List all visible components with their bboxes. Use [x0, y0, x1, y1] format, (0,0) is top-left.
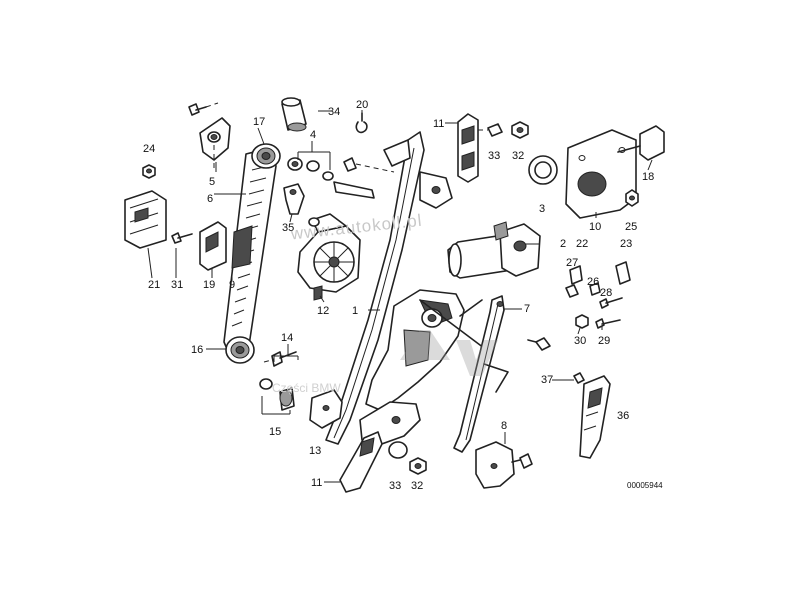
label-part-26[interactable]: 26	[587, 276, 599, 288]
label-part-8[interactable]: 8	[501, 420, 507, 432]
label-part-25[interactable]: 25	[625, 221, 637, 233]
part-23-sleeve-right[interactable]	[615, 261, 631, 285]
part-33-roller-upper[interactable]	[478, 123, 503, 137]
label-part-1[interactable]: 1	[352, 305, 358, 317]
part-18-clip[interactable]	[617, 125, 665, 161]
label-part-28[interactable]: 28	[600, 287, 612, 299]
label-part-32-lower[interactable]: 32	[411, 480, 423, 492]
part-33-washer-lower[interactable]	[388, 441, 408, 459]
part-26-washer[interactable]	[589, 282, 601, 296]
label-part-30[interactable]: 30	[574, 335, 586, 347]
label-part-20[interactable]: 20	[356, 99, 368, 111]
label-part-14[interactable]: 14	[281, 332, 293, 344]
label-part-19[interactable]: 19	[203, 279, 215, 291]
label-part-7[interactable]: 7	[524, 303, 530, 315]
part-36-cover[interactable]	[579, 375, 611, 459]
label-part-2[interactable]: 2	[560, 238, 566, 250]
part-2-drive-motor[interactable]	[447, 221, 541, 279]
part-29-screw[interactable]	[595, 318, 621, 329]
part-32-nut-lower[interactable]	[409, 457, 427, 475]
label-part-16[interactable]: 16	[191, 344, 203, 356]
label-part-22[interactable]: 22	[576, 238, 588, 250]
label-part-15[interactable]: 15	[269, 426, 281, 438]
part-34-roller[interactable]	[281, 97, 307, 132]
label-part-34[interactable]: 34	[328, 106, 340, 118]
part-20-clip[interactable]	[355, 112, 368, 134]
label-part-17[interactable]: 17	[253, 116, 265, 128]
part-4-shaft[interactable]	[287, 157, 395, 199]
label-part-33-lower[interactable]: 33	[389, 480, 401, 492]
label-part-9[interactable]: 9	[229, 279, 235, 291]
diagram-reference-number: 00005944	[627, 481, 663, 490]
part-24-nut[interactable]	[142, 164, 156, 179]
part-12-window-motor[interactable]	[297, 213, 361, 301]
regulator-plate[interactable]	[359, 289, 485, 447]
part-1-window-rail[interactable]	[325, 131, 453, 445]
label-part-11-upper[interactable]: 11	[433, 118, 444, 130]
part-15-bushing[interactable]	[259, 378, 295, 411]
label-part-23[interactable]: 23	[620, 238, 632, 250]
part-21-bracket[interactable]	[124, 190, 167, 249]
part-labels: 1 2 3 4 5 6 7 8 9 10 11 11 12 13 14 15 1…	[143, 99, 654, 492]
label-part-27[interactable]: 27	[566, 257, 578, 269]
watermark-graphic	[400, 330, 498, 376]
label-part-12[interactable]: 12	[317, 305, 329, 317]
label-part-24[interactable]: 24	[143, 143, 155, 155]
part-7-guide-rail[interactable]	[453, 295, 509, 453]
part-13-bracket[interactable]	[309, 389, 343, 429]
part-11-slider-upper[interactable]	[457, 113, 479, 183]
part-6-toothed-belt[interactable]	[223, 147, 277, 357]
label-part-29[interactable]: 29	[598, 335, 610, 347]
part-17-pulley[interactable]	[251, 143, 281, 169]
label-part-11-lower[interactable]: 11	[311, 477, 322, 489]
leader-lines	[147, 110, 653, 483]
bolt-top-left[interactable]	[188, 102, 219, 116]
label-part-13[interactable]: 13	[309, 445, 321, 457]
part-16-pulley[interactable]	[225, 336, 255, 364]
part-25-nut[interactable]	[625, 189, 639, 207]
screw-center-right[interactable]	[527, 337, 551, 351]
part-35-bracket[interactable]	[283, 183, 305, 215]
bolt-lower-right[interactable]	[511, 453, 533, 469]
label-part-31[interactable]: 31	[171, 279, 183, 291]
label-part-5[interactable]: 5	[209, 176, 215, 188]
label-part-21[interactable]: 21	[148, 279, 160, 291]
label-part-4[interactable]: 4	[310, 129, 316, 141]
part-8-bracket[interactable]	[475, 441, 515, 489]
part-22-grommet-small[interactable]	[565, 284, 579, 298]
part-30-nut[interactable]	[575, 314, 589, 329]
label-part-10[interactable]: 10	[589, 221, 601, 233]
label-part-35[interactable]: 35	[282, 222, 294, 234]
label-part-37[interactable]: 37	[541, 374, 553, 386]
part-11-slider-lower[interactable]	[339, 431, 383, 493]
label-part-3[interactable]: 3	[539, 203, 545, 215]
part-31-bolt[interactable]	[171, 232, 193, 244]
label-part-32-upper[interactable]: 32	[512, 150, 524, 162]
part-28-screw[interactable]	[599, 297, 623, 309]
part-37-screw[interactable]	[573, 372, 585, 384]
part-32-nut-upper[interactable]	[511, 121, 529, 139]
watermark-shop: Części BMW	[272, 381, 341, 395]
part-10-cover-plate[interactable]	[565, 129, 637, 219]
part-14-pin[interactable]	[263, 351, 297, 367]
part-3-grommet[interactable]	[528, 155, 558, 185]
label-part-6[interactable]: 6	[207, 193, 213, 205]
part-5-bracket[interactable]	[199, 117, 231, 168]
label-part-18[interactable]: 18	[642, 171, 654, 183]
part-19-clip[interactable]	[199, 221, 227, 271]
label-part-36[interactable]: 36	[617, 410, 629, 422]
part-27-sleeve[interactable]	[569, 265, 583, 285]
label-part-33-upper[interactable]: 33	[488, 150, 500, 162]
